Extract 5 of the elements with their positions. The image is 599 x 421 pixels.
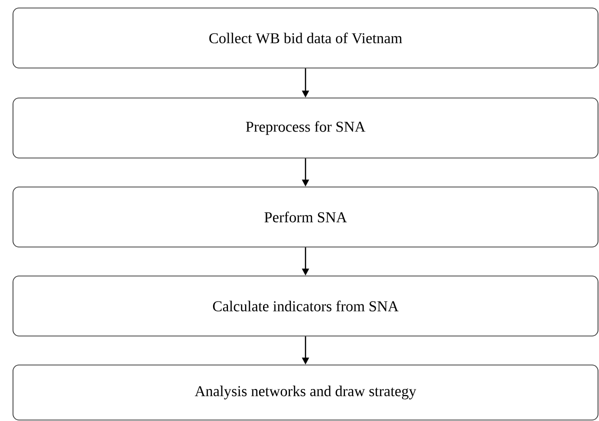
- process-box: Collect WB bid data of Vietnam: [12, 8, 598, 68]
- process-box: Preprocess for SNA: [12, 98, 598, 158]
- process-box: Analysis networks and draw strategy: [12, 364, 598, 420]
- process-box: Calculate indicators from SNA: [12, 276, 598, 336]
- process-box: Perform SNA: [12, 186, 598, 248]
